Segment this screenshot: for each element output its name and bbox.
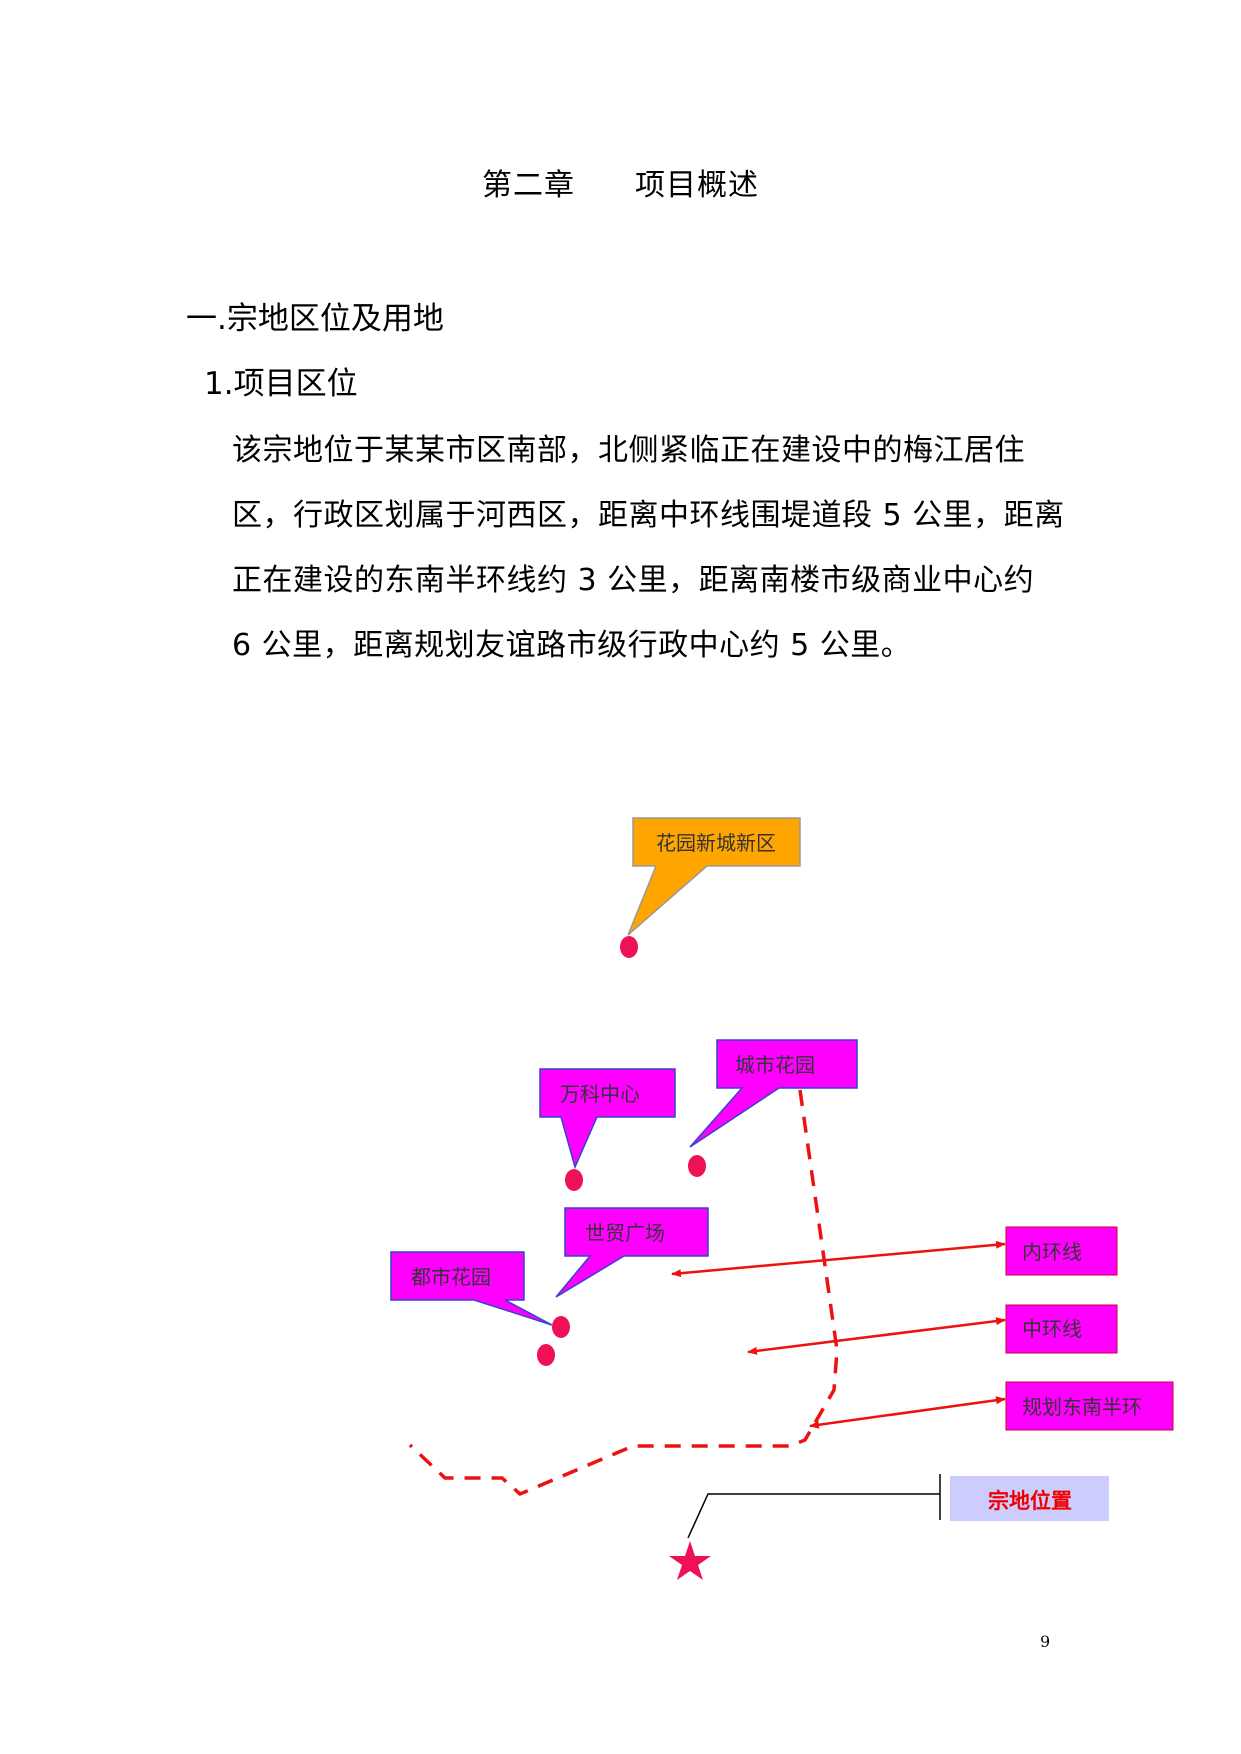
callout-label: 都市花园 bbox=[411, 1265, 491, 1289]
page-number: 9 bbox=[1040, 1632, 1051, 1651]
site-leader-line bbox=[687, 1493, 940, 1539]
location-marker bbox=[688, 1155, 706, 1177]
site-label-text: 宗地位置 bbox=[988, 1489, 1072, 1513]
callout-label: 世贸广场 bbox=[585, 1221, 665, 1245]
chapter-title: 第二章 项目概述 bbox=[0, 160, 1241, 204]
inner-ring-arrow bbox=[671, 1240, 1006, 1278]
label-southeast-ring: 规划东南半环 bbox=[1005, 1381, 1174, 1431]
location-marker bbox=[537, 1344, 555, 1366]
body-line: 正在建设的东南半环线约 3 公里，距离南楼市级商业中心约 bbox=[232, 563, 1035, 598]
middle-ring-arrow bbox=[747, 1317, 1006, 1355]
body-paragraph: 该宗地位于某某市区南部，北侧紧临正在建设中的梅江居住 区，行政区划属于河西区，距… bbox=[232, 418, 1065, 678]
callout-label: 花园新城新区 bbox=[656, 831, 776, 855]
site-location-label: 宗地位置 bbox=[950, 1476, 1109, 1521]
callout-chengshi-huayuan: 城市花园 bbox=[689, 1039, 858, 1148]
chapter-number: 第二章 bbox=[482, 168, 575, 203]
ring-label: 规划东南半环 bbox=[1022, 1395, 1142, 1419]
star-icon bbox=[669, 1541, 711, 1580]
body-line: 该宗地位于某某市区南部，北侧紧临正在建设中的梅江居住 bbox=[232, 433, 1025, 468]
southeast-ring-arrow bbox=[809, 1396, 1006, 1429]
body-line: 区，行政区划属于河西区，距离中环线围堤道段 5 公里，距离 bbox=[232, 498, 1065, 533]
label-middle-ring: 中环线 bbox=[1005, 1304, 1118, 1354]
ring-label: 中环线 bbox=[1022, 1317, 1082, 1341]
ring-label: 内环线 bbox=[1022, 1240, 1082, 1264]
callout-dushi-huayuan: 都市花园 bbox=[390, 1251, 553, 1326]
section-heading: 一.宗地区位及用地 bbox=[186, 301, 444, 337]
callout-huayuan-xincheng: 花园新城新区 bbox=[627, 817, 801, 936]
callout-label: 城市花园 bbox=[735, 1053, 815, 1077]
location-marker bbox=[620, 936, 638, 958]
callout-shimao-plaza: 世贸广场 bbox=[555, 1207, 709, 1298]
chapter-name: 项目概述 bbox=[635, 168, 759, 203]
ring-road-dashed bbox=[408, 1089, 839, 1497]
label-inner-ring: 内环线 bbox=[1005, 1226, 1118, 1276]
body-line: 6 公里，距离规划友谊路市级行政中心约 5 公里。 bbox=[232, 628, 912, 663]
location-marker bbox=[552, 1316, 570, 1338]
location-marker bbox=[565, 1169, 583, 1191]
callout-wanke-center: 万科中心 bbox=[539, 1068, 676, 1170]
callout-label: 万科中心 bbox=[560, 1082, 640, 1106]
subsection-heading: 1.项目区位 bbox=[204, 366, 358, 402]
